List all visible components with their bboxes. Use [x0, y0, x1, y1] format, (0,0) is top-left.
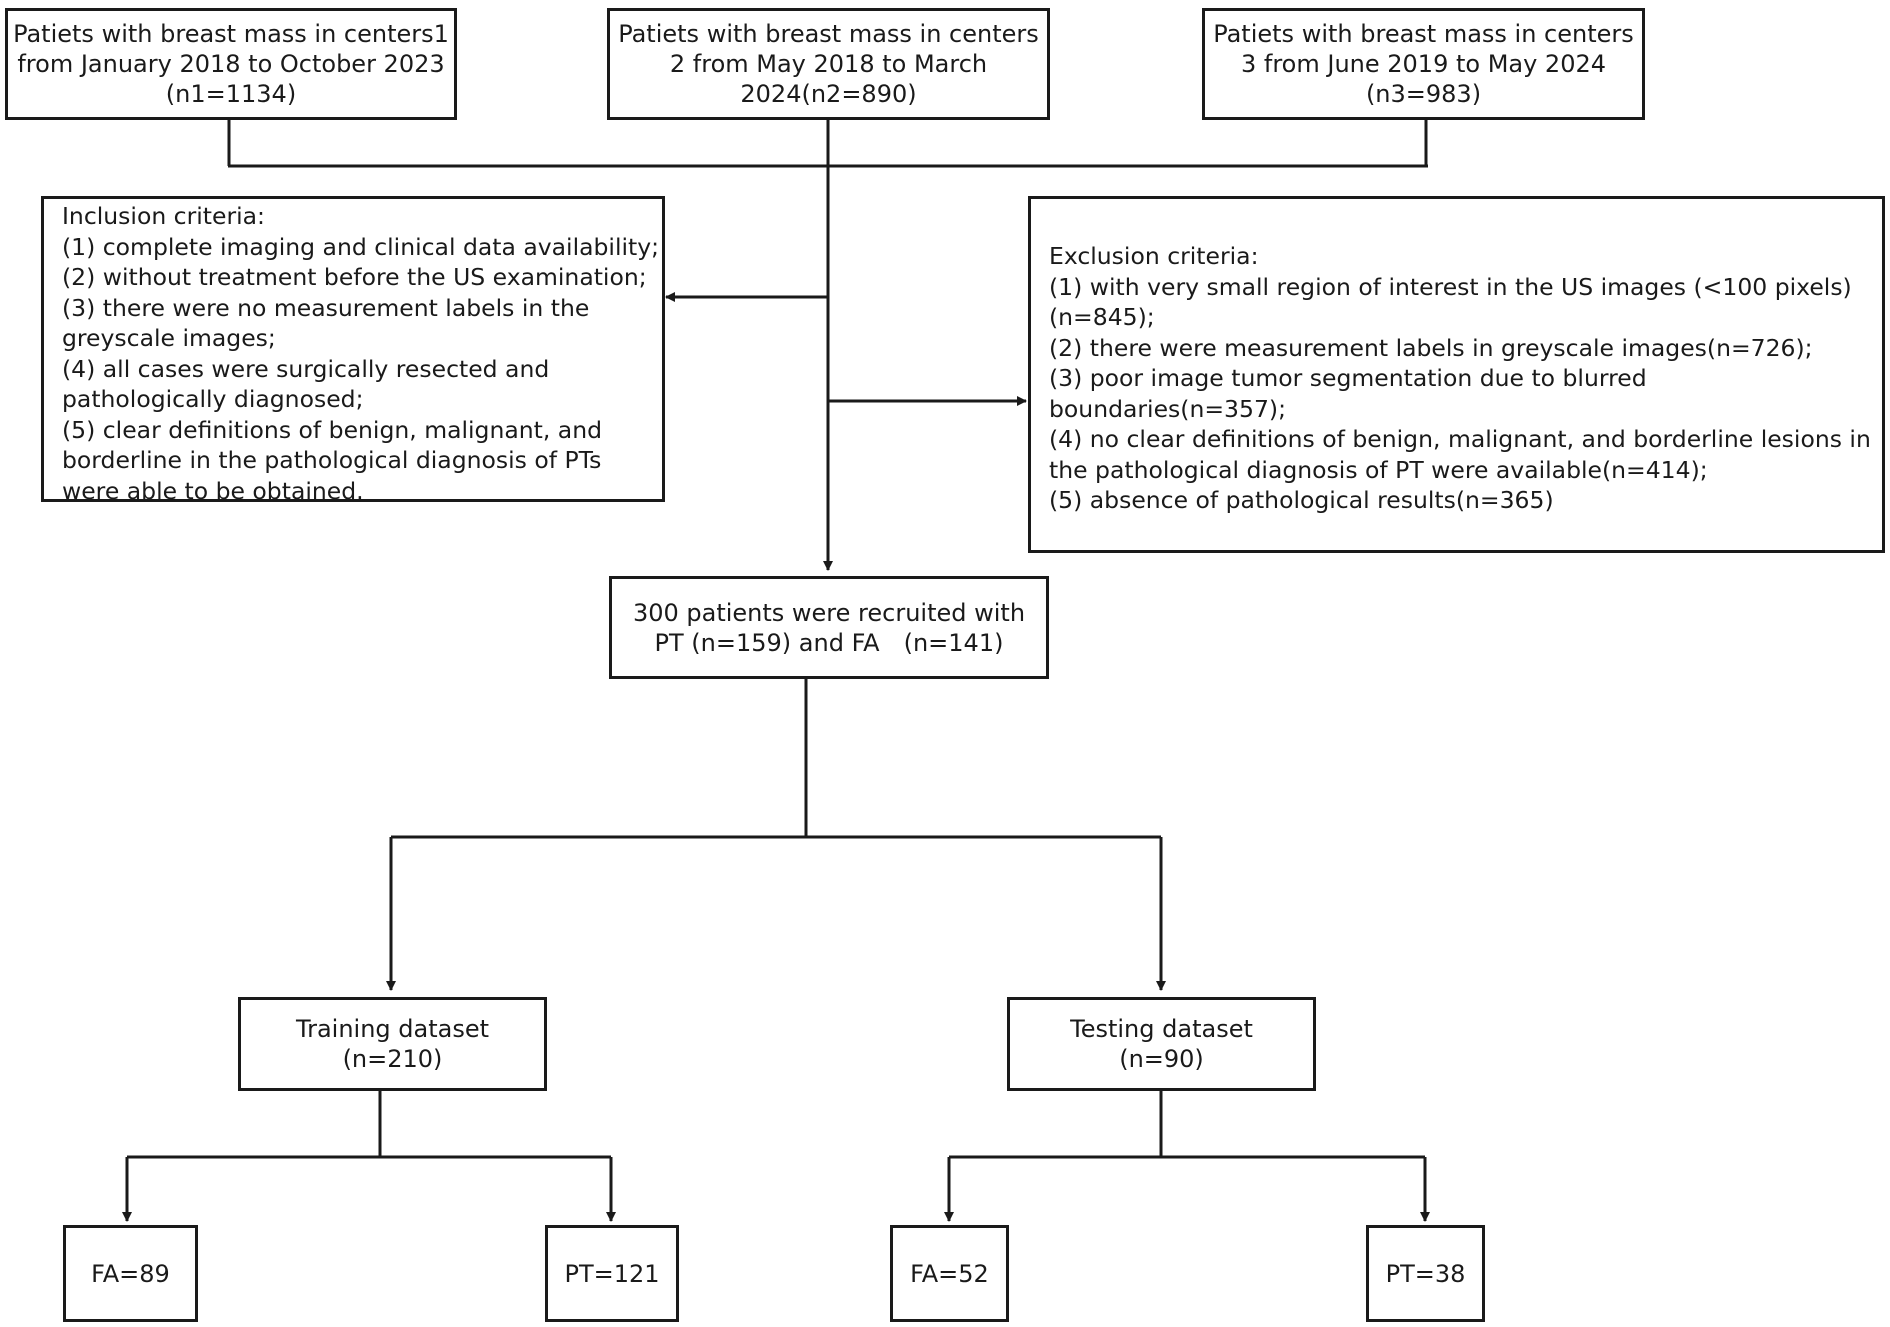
center2-line1: Patiets with breast mass in centers [618, 20, 1039, 48]
inclusion-item: (5) clear definitions of benign, maligna… [62, 415, 603, 444]
inclusion-item: (1) complete imaging and clinical data a… [62, 232, 660, 261]
train-pt-box: PT=121 [545, 1225, 679, 1322]
center3-line3: (n3=983) [1365, 80, 1482, 108]
inclusion-item: greyscale images; [62, 324, 276, 352]
testing-count: (n=90) [1119, 1045, 1204, 1073]
inclusion-title: Inclusion criteria: [62, 202, 265, 230]
inclusion-item: pathologically diagnosed; [62, 385, 364, 413]
testing-title: Testing dataset [1070, 1015, 1253, 1043]
exclusion-item: (5) absence of pathological results(n=36… [1049, 486, 1554, 514]
center1-line3: (n1=1134) [165, 80, 297, 108]
center2-line3: 2024(n2=890) [740, 80, 917, 108]
test-fa-label: FA=52 [910, 1259, 989, 1288]
center2-box: Patiets with breast mass in centers 2 fr… [607, 8, 1050, 120]
train-pt-label: PT=121 [564, 1259, 660, 1288]
recruited-line2: PT (n=159) and FA (n=141) [654, 628, 1004, 657]
inclusion-item: borderline in the pathological diagnosis… [62, 446, 602, 474]
center1-line1: Patiets with breast mass in centers1 [13, 20, 449, 48]
test-pt-label: PT=38 [1385, 1259, 1466, 1288]
exclusion-title: Exclusion criteria: [1049, 242, 1259, 270]
recruited-box: 300 patients were recruited with PT (n=1… [609, 576, 1049, 679]
inclusion-item: (4) all cases were surgically resected a… [62, 354, 550, 383]
train-fa-label: FA=89 [91, 1259, 170, 1288]
training-dataset-box: Training dataset (n=210) [238, 997, 547, 1091]
testing-dataset-box: Testing dataset (n=90) [1007, 997, 1316, 1091]
test-pt-box: PT=38 [1366, 1225, 1485, 1322]
center3-line1: Patiets with breast mass in centers [1213, 20, 1634, 48]
exclusion-item: boundaries(n=357); [1049, 394, 1286, 423]
exclusion-item: the pathological diagnosis of PT were av… [1049, 455, 1708, 484]
center3-box: Patiets with breast mass in centers 3 fr… [1202, 8, 1645, 120]
recruited-line1: 300 patients were recruited with [632, 598, 1026, 627]
training-title: Training dataset [295, 1015, 490, 1043]
inclusion-item: were able to be obtained. [62, 476, 364, 505]
train-fa-box: FA=89 [63, 1225, 198, 1322]
inclusion-criteria-box: Inclusion criteria: (1) complete imaging… [41, 196, 665, 505]
training-count: (n=210) [342, 1045, 443, 1073]
center2-line2: 2 from May 2018 to March [669, 50, 988, 78]
center3-line2: 3 from June 2019 to May 2024 [1240, 50, 1607, 78]
exclusion-item: (2) there were measurement labels in gre… [1049, 333, 1813, 362]
exclusion-item: (n=845); [1049, 303, 1155, 331]
exclusion-item: (3) poor image tumor segmentation due to… [1049, 364, 1647, 392]
exclusion-criteria-box: Exclusion criteria: (1) with very small … [1028, 196, 1885, 553]
test-fa-box: FA=52 [890, 1225, 1009, 1322]
center1-line2: from January 2018 to October 2023 [17, 50, 445, 78]
exclusion-item: (1) with very small region of interest i… [1049, 272, 1852, 301]
exclusion-item: (4) no clear definitions of benign, mali… [1049, 425, 1871, 453]
inclusion-item: (2) without treatment before the US exam… [62, 263, 647, 291]
center1-box: Patiets with breast mass in centers1 fro… [5, 8, 457, 120]
inclusion-item: (3) there were no measurement labels in … [62, 293, 590, 322]
